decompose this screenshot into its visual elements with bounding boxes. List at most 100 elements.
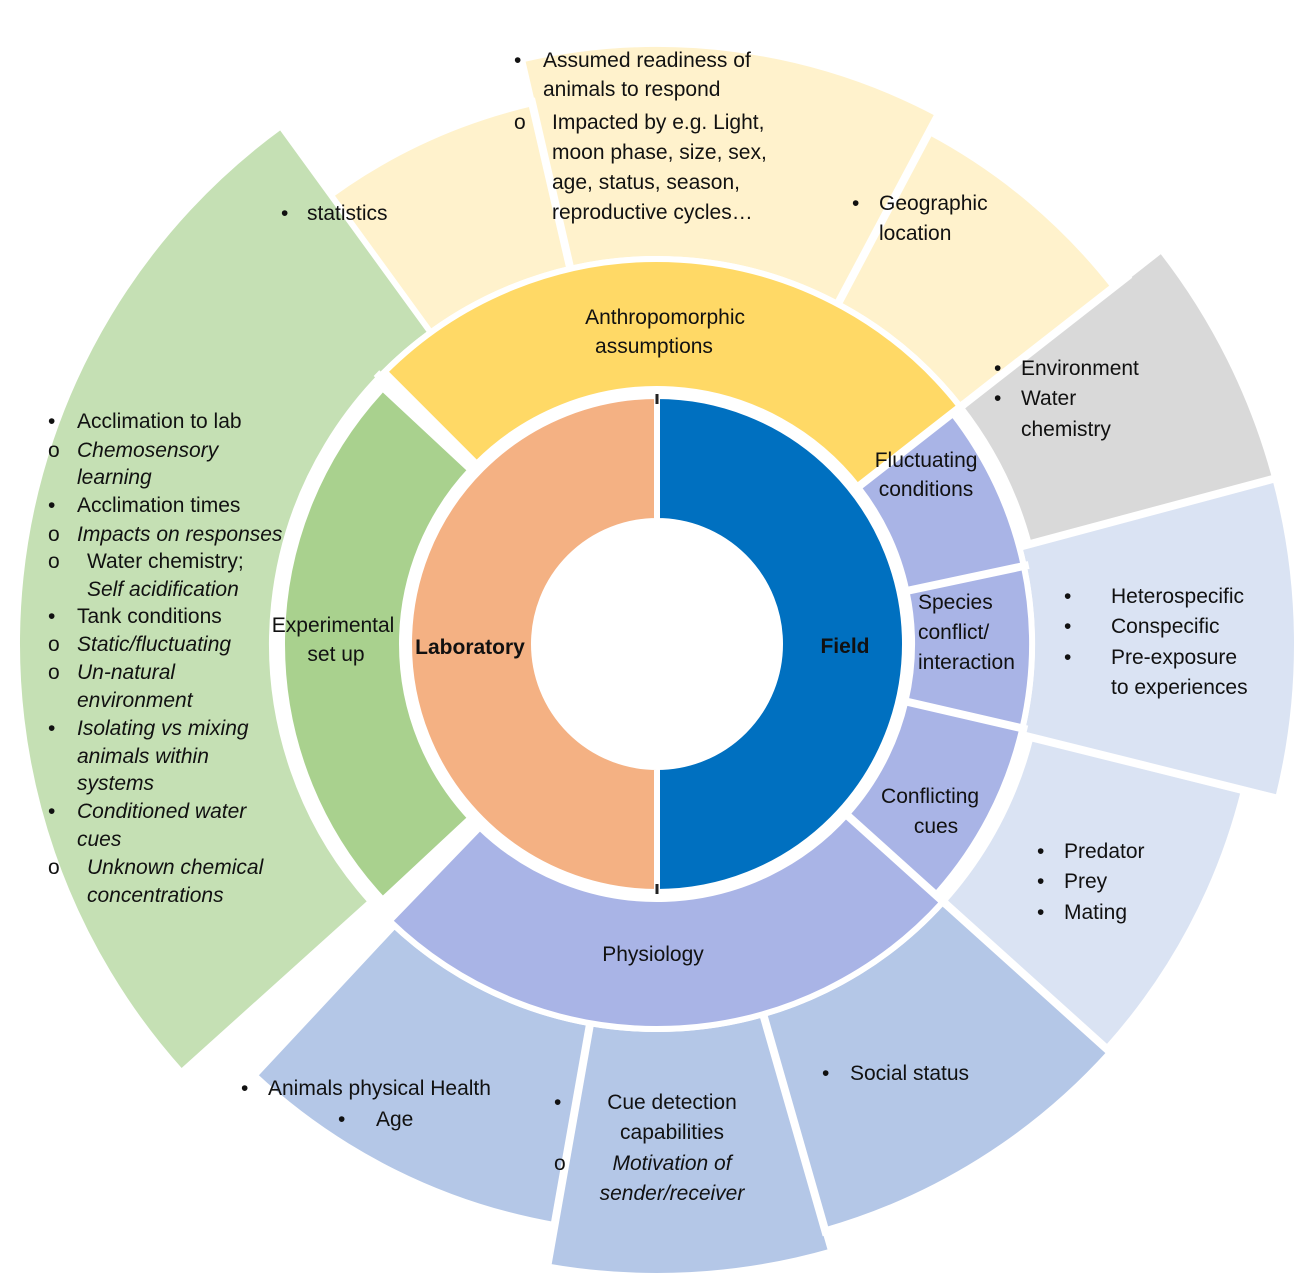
list-item: sender/receiver	[600, 1182, 746, 1205]
core-segment-field	[654, 392, 908, 896]
segment-separators	[240, 97, 1284, 1271]
separator-line	[855, 400, 967, 491]
list-item: learning	[77, 466, 152, 489]
bullet: •	[1037, 870, 1044, 893]
bullet: •	[1037, 901, 1044, 924]
middle-segment-anthropomorphic	[380, 256, 965, 492]
list-item: to experiences	[1111, 676, 1248, 699]
bullet: •	[554, 1091, 561, 1114]
bullet: •	[994, 387, 1001, 410]
list-item: Self acidification	[87, 578, 239, 601]
label-species-interaction: Species conflict/ interaction	[918, 591, 1015, 674]
middle-ring	[279, 256, 1035, 1032]
list-statistics: • statistics	[281, 202, 388, 225]
list-item: Acclimation times	[77, 494, 240, 517]
outer-lists: • statistics • Assumed readiness of anim…	[48, 49, 1248, 1205]
separator-line	[240, 918, 393, 1075]
list-item: Assumed readiness of	[543, 49, 751, 72]
list-item: chemistry	[1021, 418, 1111, 441]
bullet: o	[48, 523, 60, 546]
bullet: •	[338, 1108, 345, 1131]
separator-line	[527, 97, 575, 270]
list-item: Prey	[1064, 870, 1108, 893]
list-item: Impacts on responses	[77, 523, 283, 546]
label-experimental: Experimental set up	[272, 614, 400, 666]
list-social: • Social status	[822, 1062, 969, 1085]
separator-line	[940, 898, 1113, 1056]
list-item: Heterospecific	[1111, 585, 1244, 608]
separator-line	[957, 271, 1133, 411]
list-item: animals to respond	[543, 78, 720, 101]
bullet: o	[554, 1152, 566, 1175]
list-item: Age	[376, 1108, 413, 1131]
bullet: •	[852, 192, 859, 215]
list-item: Un-natural	[77, 661, 176, 684]
list-readiness: • Assumed readiness of animals to respon…	[514, 49, 767, 224]
separator-line	[834, 112, 943, 306]
list-item: Cue detection	[607, 1091, 737, 1114]
bullet: o	[48, 661, 60, 684]
bullet: •	[48, 717, 55, 740]
bullet: o	[48, 856, 60, 879]
list-item: Pre-exposure	[1111, 646, 1237, 669]
list-item: Static/fluctuating	[77, 633, 231, 656]
bullet: •	[281, 202, 288, 225]
list-item: moon phase, size, sex,	[552, 141, 767, 164]
bullet: •	[1064, 646, 1071, 669]
separator-line	[1018, 473, 1282, 551]
bullet: •	[48, 410, 55, 433]
label-fluctuating: Fluctuating conditions	[875, 449, 984, 501]
list-item: Water	[1021, 387, 1076, 410]
list-item: concentrations	[87, 884, 224, 907]
list-item: Social status	[850, 1062, 969, 1085]
separator-line	[904, 697, 1029, 734]
bullet: •	[48, 494, 55, 517]
list-item: Water chemistry;	[87, 550, 244, 573]
list-item: Isolating vs mixing	[77, 717, 249, 740]
bullet: •	[514, 49, 521, 72]
outer-segment-lab-conditions	[14, 122, 435, 1077]
list-cue-detection: • Cue detection capabilities o Motivatio…	[554, 1091, 745, 1205]
bullet: o	[48, 439, 60, 462]
label-anthropomorphic: Anthropomorphic assumptions	[585, 306, 751, 358]
core-segment-laboratory	[406, 392, 660, 896]
bullet: •	[48, 800, 55, 823]
list-item: statistics	[307, 202, 388, 225]
list-item: Impacted by e.g. Light,	[552, 111, 764, 134]
list-item: environment	[77, 689, 194, 712]
separator-line	[542, 1022, 595, 1271]
list-item: animals within	[77, 745, 209, 768]
list-item: Environment	[1021, 357, 1139, 380]
list-item: cues	[77, 828, 122, 851]
list-item: Chemosensory	[77, 439, 220, 462]
label-physiology: Physiology	[602, 943, 704, 966]
list-environment: • Environment • Water chemistry	[994, 357, 1139, 441]
list-health: • Animals physical Health • Age	[241, 1077, 491, 1131]
list-cues: • Predator • Prey • Mating	[1037, 840, 1145, 924]
label-field: Field	[820, 635, 869, 658]
bullet: o	[48, 633, 60, 656]
bullet: •	[241, 1077, 248, 1100]
label-laboratory: Laboratory	[415, 636, 525, 659]
list-item: location	[879, 222, 951, 245]
separator-line	[759, 1012, 831, 1237]
list-item: systems	[77, 772, 155, 795]
list-item: Conspecific	[1111, 615, 1220, 638]
list-item: reproductive cycles…	[552, 201, 753, 224]
separator-line	[905, 561, 1030, 595]
bullet: o	[48, 550, 60, 573]
list-item: Predator	[1064, 840, 1145, 863]
list-geographic: • Geographic location	[852, 192, 988, 245]
bullet: •	[1037, 840, 1044, 863]
list-item: age, status, season,	[552, 171, 740, 194]
core-ring	[406, 392, 908, 896]
label-conflicting-cues: Conflicting cues	[881, 785, 985, 838]
middle-labels: Anthropomorphic assumptions Experimental…	[272, 306, 1015, 966]
separator-line	[378, 821, 480, 923]
middle-segment-experimental	[279, 384, 475, 904]
list-item: capabilities	[620, 1121, 724, 1144]
list-item: Geographic	[879, 192, 988, 215]
separator-line	[373, 370, 477, 470]
separator-line	[1019, 730, 1284, 804]
